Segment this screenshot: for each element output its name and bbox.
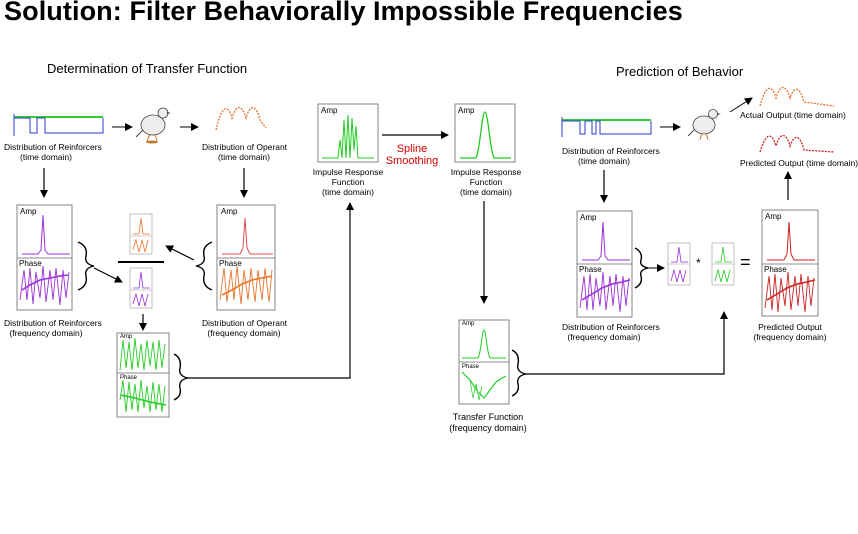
predicted-output-frequency-panel: [761, 209, 819, 317]
brace-pred-reinf: [634, 247, 649, 289]
caption-actual-output: Actual Output (time domain): [740, 110, 846, 120]
phase-label: Phase: [764, 265, 787, 274]
phase-label: Phase: [120, 375, 138, 381]
equals-operator: =: [740, 252, 751, 272]
operant-frequency-panel: [216, 204, 276, 311]
section-heading-left: Determination of Transfer Function: [47, 61, 248, 76]
actual-output-graph: [759, 86, 835, 107]
brace-operant: [195, 241, 213, 291]
caption-predicted-output-time: Predicted Output (time domain): [740, 158, 858, 168]
amp-label: Amp: [120, 334, 133, 340]
spline-smoothing-label: Spline Smoothing: [385, 143, 439, 167]
reinforcer-schedule-graph: [13, 114, 104, 136]
reinforcer-frequency-panel: [16, 204, 73, 311]
pred-reinforcer-frequency-panel: [576, 210, 633, 318]
caption-predicted-output-freq: Predicted Output (frequency domain): [753, 322, 827, 342]
caption-reinf-time: Distribution of Reinforcers (time domain…: [4, 142, 102, 162]
amp-label: Amp: [321, 106, 338, 115]
arrow-transfer-to-multiply: [526, 311, 728, 375]
phase-label: Phase: [462, 364, 480, 370]
section-heading-right: Prediction of Behavior: [616, 64, 744, 79]
caption-operant-freq: Distribution of Operant (frequency domai…: [202, 318, 288, 338]
amp-label: Amp: [580, 213, 597, 222]
bird-icon-right: [687, 109, 721, 141]
brace-transfer: [511, 349, 527, 397]
brace-raw-transfer: [173, 353, 189, 401]
phase-label: Phase: [579, 265, 602, 274]
brace-reinf: [77, 241, 95, 291]
raw-transfer-panel: [116, 332, 170, 418]
arrow-reinf-to-div: [93, 267, 123, 283]
arrow-to-actual: [729, 97, 753, 113]
division-fraction: [118, 213, 164, 309]
small-transfer-panel: [711, 242, 735, 286]
arrow-operant-to-div: [165, 245, 195, 261]
caption-operant-time: Distribution of Operant (time domain): [202, 142, 288, 162]
multiply-operator: *: [696, 256, 701, 270]
bird-icon: [135, 107, 171, 144]
caption-transfer: Transfer Function (frequency domain): [449, 412, 527, 433]
transfer-function-panel: [458, 319, 510, 405]
small-reinforcer-panel: [667, 242, 691, 286]
irf-raw-panel: [317, 103, 379, 163]
phase-label: Phase: [219, 259, 242, 268]
caption-pred-reinf-time: Distribution of Reinforcers (time domain…: [562, 146, 660, 166]
arrow-to-irf: [188, 202, 354, 379]
operant-time-graph: [215, 106, 267, 131]
caption-irf-smooth: Impulse Response Function (time domain): [450, 167, 522, 197]
page-title: Solution: Filter Behaviorally Impossible…: [4, 0, 683, 26]
predicted-output-time-graph: [759, 134, 835, 153]
caption-pred-reinf-freq: Distribution of Reinforcers (frequency d…: [562, 322, 660, 342]
amp-label: Amp: [458, 106, 475, 115]
amp-label: Amp: [765, 212, 782, 221]
caption-irf-raw: Impulse Response Function (time domain): [312, 167, 384, 197]
pred-reinforcer-schedule-graph: [561, 117, 652, 137]
amp-label: Amp: [462, 321, 475, 327]
phase-label: Phase: [19, 259, 42, 268]
irf-smooth-panel: [454, 103, 516, 163]
caption-reinf-freq: Distribution of Reinforcers (frequency d…: [4, 318, 102, 338]
amp-label: Amp: [221, 207, 238, 216]
amp-label: Amp: [20, 207, 37, 216]
